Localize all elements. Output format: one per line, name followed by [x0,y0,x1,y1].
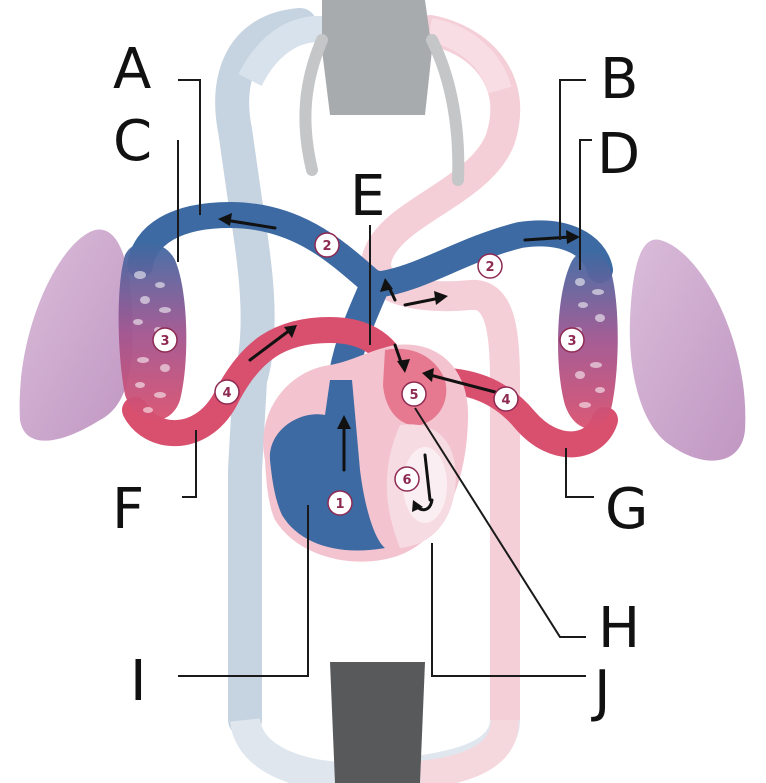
step-number-3-right: 3 [567,334,576,349]
label-f: F [112,477,144,542]
flow-arrow-left-vein [248,328,292,362]
step-marker-3-left: 3 [152,327,178,353]
flow-arrow-bifurcation-right-head [434,291,448,305]
flow-arrows [218,213,580,512]
step-number-6: 6 [402,473,411,488]
right-capillary-mesh [574,278,605,408]
left-lung [19,229,133,441]
label-b: B [600,47,638,112]
leader-line-a [178,79,201,215]
step-markers: 1 2 2 3 3 4 4 5 [152,232,585,516]
upper-body-capillaries-arterial [427,18,512,94]
flow-arrow-left-vein-head [284,325,297,338]
letter-labels: A B C D E F G H I J [112,37,648,724]
flow-arrow-right-artery-head [566,230,580,244]
right-lung [629,239,746,461]
label-e: E [350,164,385,229]
label-a: A [113,37,151,102]
label-d: D [597,122,640,187]
torso-silhouette [322,0,432,115]
leader-lines [177,79,594,677]
leader-line-j [431,543,586,677]
label-j: J [591,659,611,724]
right-ventricle [269,380,385,551]
step-number-4-right: 4 [501,393,510,408]
left-arm-silhouette [299,34,328,176]
step-number-3-left: 3 [160,334,169,349]
step-marker-6: 6 [394,466,420,492]
step-marker-4-left: 4 [214,379,240,405]
flow-arrow-right-artery [523,235,572,242]
right-arm-silhouette [426,34,465,186]
right-pulmonary-artery [362,220,613,298]
flow-arrow-left-artery-head [218,213,232,226]
step-marker-2-left: 2 [314,232,340,258]
step-number-5: 5 [409,388,418,403]
leader-line-b [559,79,586,240]
right-capillary-network [558,250,618,429]
body-silhouette [299,0,465,783]
upper-body-capillaries-venous [238,16,333,87]
flow-arrow-bifurcation-right [403,296,442,307]
step-marker-2-right: 2 [477,253,503,279]
label-h: H [598,596,640,661]
flow-arrow-left-artery [223,218,277,230]
label-i: I [130,649,147,714]
leader-line-f [182,430,197,498]
step-marker-3-right: 3 [559,327,585,353]
step-marker-1: 1 [327,490,353,516]
step-number-4-left: 4 [222,386,231,401]
leader-line-i [178,505,309,677]
leader-line-g [565,448,594,498]
flow-arrow-bifurcation-up-head [380,278,393,292]
step-marker-4-right: 4 [493,386,519,412]
flow-arrow-right-vein [428,373,497,394]
flow-arrow-ventricle-head [412,500,423,512]
flow-arrow-into-atrium-head [397,359,410,373]
left-capillary-bed [118,242,187,421]
legs-silhouette [330,662,425,783]
step-number-2-left: 2 [322,239,331,254]
left-capillary-network [118,242,187,421]
right-capillary-bed [558,250,618,429]
step-number-1: 1 [335,497,344,512]
leader-line-h [414,407,586,638]
flow-arrow-trunk-head [337,415,351,429]
label-c: C [113,109,152,174]
lower-body-capillaries-arterial [418,718,519,783]
flow-arrow-ventricle [423,453,432,502]
flow-arrow-right-vein-head [422,368,434,382]
step-number-2-right: 2 [485,260,494,275]
label-g: G [605,477,648,542]
step-marker-5: 5 [401,381,427,407]
leader-line-d [579,139,592,270]
